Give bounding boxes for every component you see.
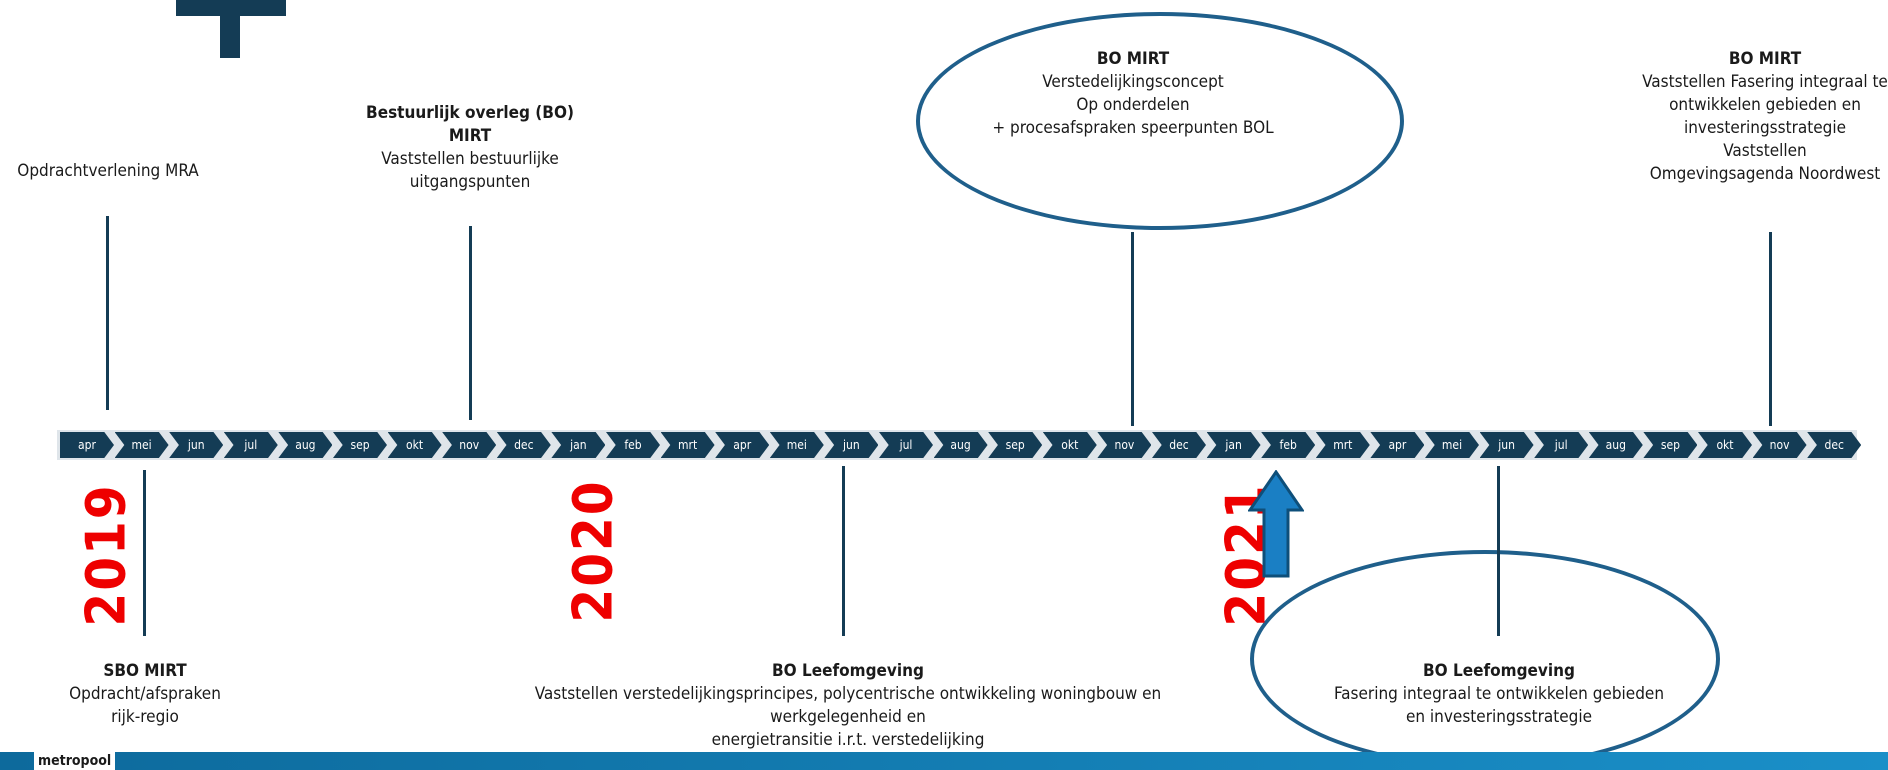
connector-line xyxy=(1497,466,1500,636)
connector-line xyxy=(1131,232,1134,426)
highlight-ellipse-top xyxy=(916,12,1404,230)
event-line: investeringsstrategie xyxy=(1683,118,1847,138)
event-line: Fasering integraal te ontwikkelen gebied… xyxy=(1333,684,1665,704)
event-sbo-mirt: SBO MIRT Opdracht/afspraken rijk-regio xyxy=(45,660,245,729)
month-chevron: jun xyxy=(1479,432,1534,458)
event-title: BO Leefomgeving xyxy=(1423,661,1575,681)
event-line: rijk-regio xyxy=(111,707,179,727)
event-line: Vaststellen xyxy=(1723,141,1807,161)
event-line: + procesafspraken speerpunten BOL xyxy=(992,118,1274,138)
event-line: Vaststellen verstedelijkingsprincipes, p… xyxy=(534,684,1162,704)
month-chevron: mei xyxy=(114,432,169,458)
event-title: BO MIRT xyxy=(1096,49,1170,69)
year-label: 2019 xyxy=(74,483,138,627)
event-title: BO Leefomgeving xyxy=(772,661,924,681)
event-line: en investeringsstrategie xyxy=(1405,707,1593,727)
footer-band xyxy=(0,752,1888,770)
month-chevron: apr xyxy=(60,432,114,458)
connector-line xyxy=(106,216,109,410)
event-line: werkgelegenheid en xyxy=(770,707,926,727)
event-line: ontwikkelen gebieden en xyxy=(1669,95,1861,115)
connector-line xyxy=(1769,232,1772,426)
month-chevron: jun xyxy=(169,432,224,458)
event-line: Op onderdelen xyxy=(1076,95,1190,115)
connector-line xyxy=(842,466,845,636)
event-bo-mirt-2020: BO MIRT Verstedelijkingsconcept Op onder… xyxy=(933,48,1333,140)
event-line: Vaststellen Fasering integraal te xyxy=(1642,72,1888,92)
footer-brand: metropool xyxy=(34,752,116,770)
event-line: Vaststellen bestuurlijke xyxy=(381,149,559,169)
event-line: Verstedelijkingsconcept xyxy=(1042,72,1224,92)
event-line: Opdrachtverlening MRA xyxy=(17,161,199,181)
event-opdrachtverlening: Opdrachtverlening MRA xyxy=(17,160,198,183)
logo-bar xyxy=(176,0,286,16)
event-line: Opdracht/afspraken xyxy=(69,684,221,704)
highlight-ellipse-bottom xyxy=(1250,550,1720,768)
event-bo-mirt-2021: BO MIRT Vaststellen Fasering integraal t… xyxy=(1635,48,1888,186)
connector-line xyxy=(143,470,146,636)
event-bestuurlijk-overleg: Bestuurlijk overleg (BO) MIRT Vaststelle… xyxy=(355,102,585,194)
up-arrow-icon xyxy=(1248,470,1304,578)
event-title: BO MIRT xyxy=(1728,49,1802,69)
event-bo-leefomgeving-2020: BO Leefomgeving Vaststellen verstedelijk… xyxy=(498,660,1198,752)
event-line: energietransitie i.r.t. verstedelijking xyxy=(498,729,1198,752)
event-title: Bestuurlijk overleg (BO) MIRT xyxy=(366,103,574,146)
event-title: SBO MIRT xyxy=(103,661,187,681)
event-line: uitgangspunten xyxy=(409,172,531,192)
year-label: 2020 xyxy=(561,479,625,623)
connector-line xyxy=(469,226,472,420)
event-bo-leefomgeving-2021: BO Leefomgeving Fasering integraal te on… xyxy=(1319,660,1679,729)
logo-stem xyxy=(220,16,240,58)
event-line: Omgevingsagenda Noordwest xyxy=(1649,164,1881,184)
